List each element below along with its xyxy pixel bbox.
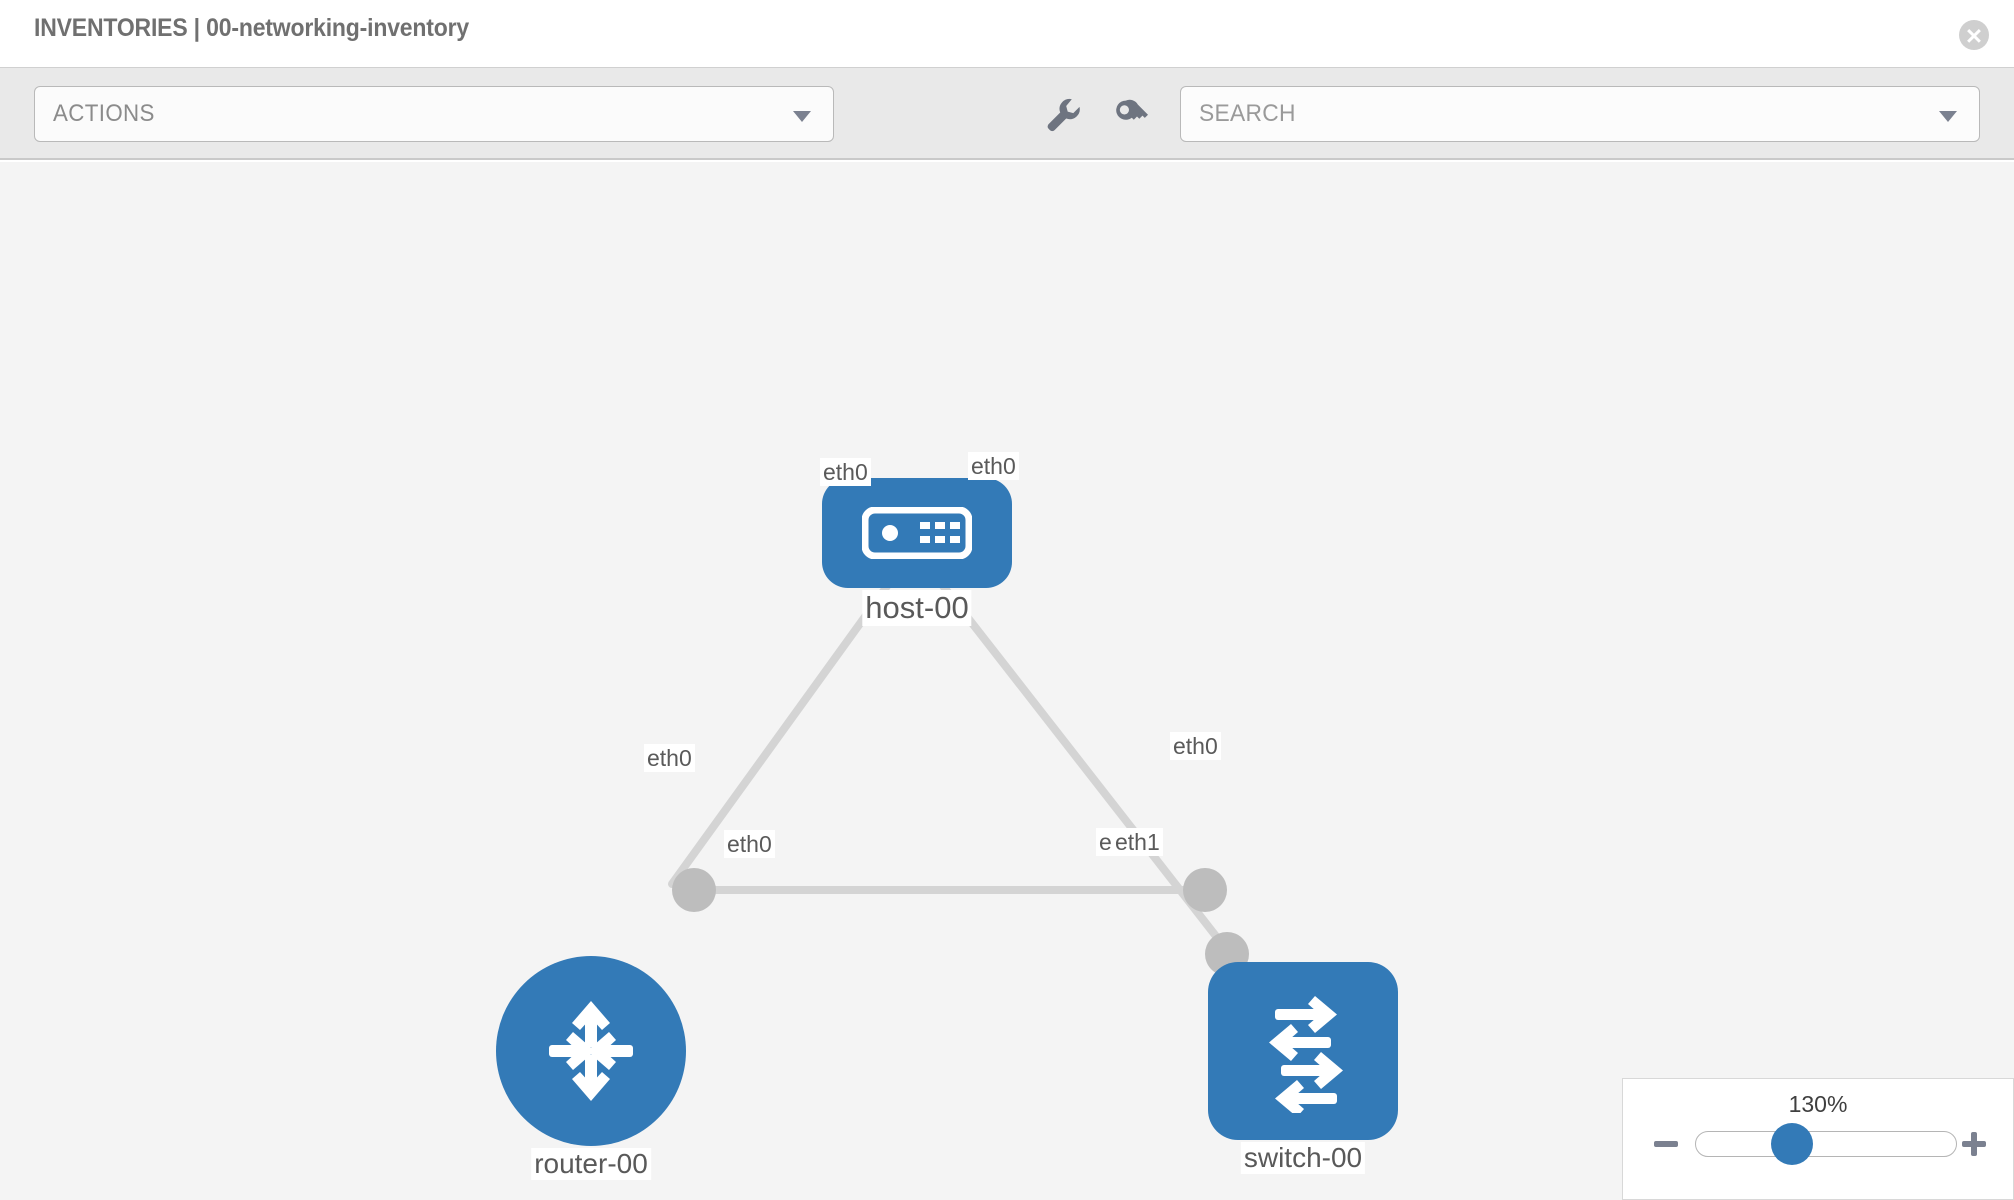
router-icon (549, 1001, 633, 1101)
node-label-router-00: router-00 (531, 1148, 651, 1181)
wrench-icon[interactable] (1038, 90, 1086, 138)
chevron-down-icon (793, 111, 811, 122)
topology-canvas[interactable]: host-00 (0, 162, 2014, 1200)
node-router-00[interactable]: router-00 (496, 956, 686, 1181)
page-title: INVENTORIES | 00-networking-inventory (34, 14, 470, 42)
link-label-host-right: eth0 (968, 452, 1019, 481)
link-label-router-up: eth0 (644, 744, 695, 773)
port-dot-router-right[interactable] (672, 868, 716, 912)
zoom-control-panel: 130% (1622, 1078, 2014, 1200)
zoom-slider-thumb[interactable] (1771, 1123, 1813, 1165)
host-node-shape[interactable] (822, 478, 1012, 588)
zoom-out-button[interactable] (1649, 1127, 1683, 1161)
search-placeholder-text: SEARCH (1199, 100, 1296, 127)
link-label-host-left: eth0 (820, 458, 871, 487)
router-node-shape[interactable] (496, 956, 686, 1146)
host-icon (862, 507, 972, 559)
link-label-router-right: eth0 (724, 830, 775, 859)
actions-dropdown-label: ACTIONS (53, 100, 155, 127)
key-icon[interactable] (1108, 90, 1156, 138)
link-label-switch-left: eth1 (1112, 828, 1163, 857)
search-input[interactable]: SEARCH (1180, 86, 1980, 142)
switch-node-shape[interactable] (1208, 962, 1398, 1140)
topology-links (668, 578, 1244, 971)
link-host-router (668, 578, 894, 888)
node-host-00[interactable]: host-00 (822, 478, 1012, 626)
node-label-host-00: host-00 (862, 590, 972, 626)
node-label-switch-00: switch-00 (1240, 1142, 1366, 1175)
actions-dropdown[interactable]: ACTIONS (34, 86, 834, 142)
close-icon[interactable] (1959, 20, 1989, 50)
zoom-level-value: 130% (1788, 1091, 1848, 1117)
node-switch-00[interactable]: switch-00 (1208, 962, 1398, 1175)
toolbar: ACTIONS SEARCH (0, 68, 2014, 160)
port-dot-switch-left[interactable] (1183, 868, 1227, 912)
switch-icon (1269, 996, 1343, 1113)
chevron-down-icon (1939, 111, 1957, 122)
zoom-in-button[interactable] (1957, 1127, 1991, 1161)
page-header: INVENTORIES | 00-networking-inventory (0, 0, 2014, 68)
link-label-switch-up: eth0 (1170, 732, 1221, 761)
zoom-slider-track[interactable] (1695, 1131, 1957, 1157)
